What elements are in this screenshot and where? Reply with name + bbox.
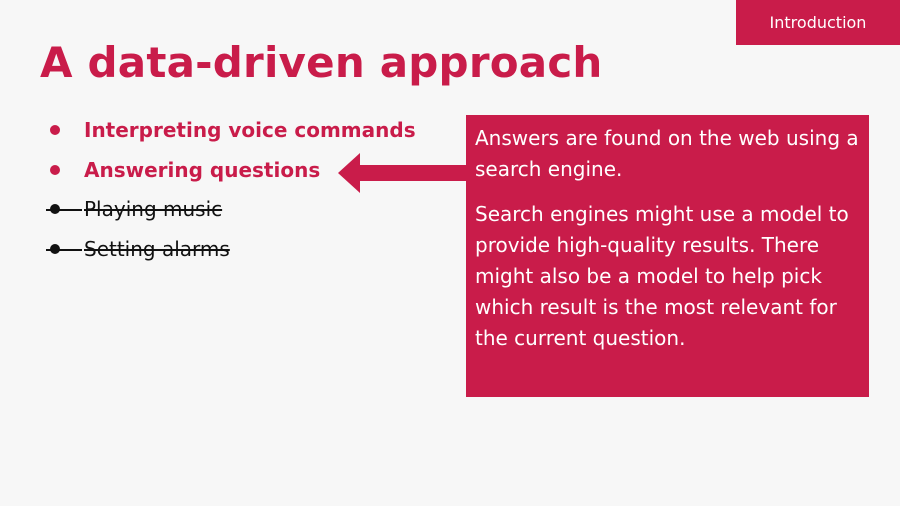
bullet-dot-icon	[50, 164, 60, 175]
bullet-label: Answering questions	[84, 157, 321, 182]
bullet-item-answering-questions: Answering questions	[46, 152, 416, 192]
bullet-label: Interpreting voice commands	[84, 118, 416, 142]
bullet-item-voice-commands: Interpreting voice commands	[46, 112, 416, 152]
bullet-item-setting-alarms: Setting alarms	[46, 231, 416, 271]
left-arrow-icon	[338, 153, 468, 193]
bullet-list: Interpreting voice commands Answering qu…	[46, 112, 416, 270]
strikethrough-line	[46, 209, 82, 211]
callout-box: Answers are found on the web using a sea…	[466, 115, 869, 397]
strikethrough-line	[46, 248, 82, 251]
callout-paragraph: Search engines might use a model to prov…	[475, 202, 849, 350]
bullet-item-playing-music: Playing music	[46, 191, 416, 231]
bullet-label: Setting alarms	[84, 236, 230, 261]
section-tab: Introduction	[736, 0, 900, 45]
slide-title: A data-driven approach	[40, 38, 603, 87]
bullet-dot-icon	[50, 125, 60, 135]
bullet-label: Playing music	[84, 197, 223, 221]
callout-paragraph: Answers are found on the web using a sea…	[475, 126, 859, 181]
